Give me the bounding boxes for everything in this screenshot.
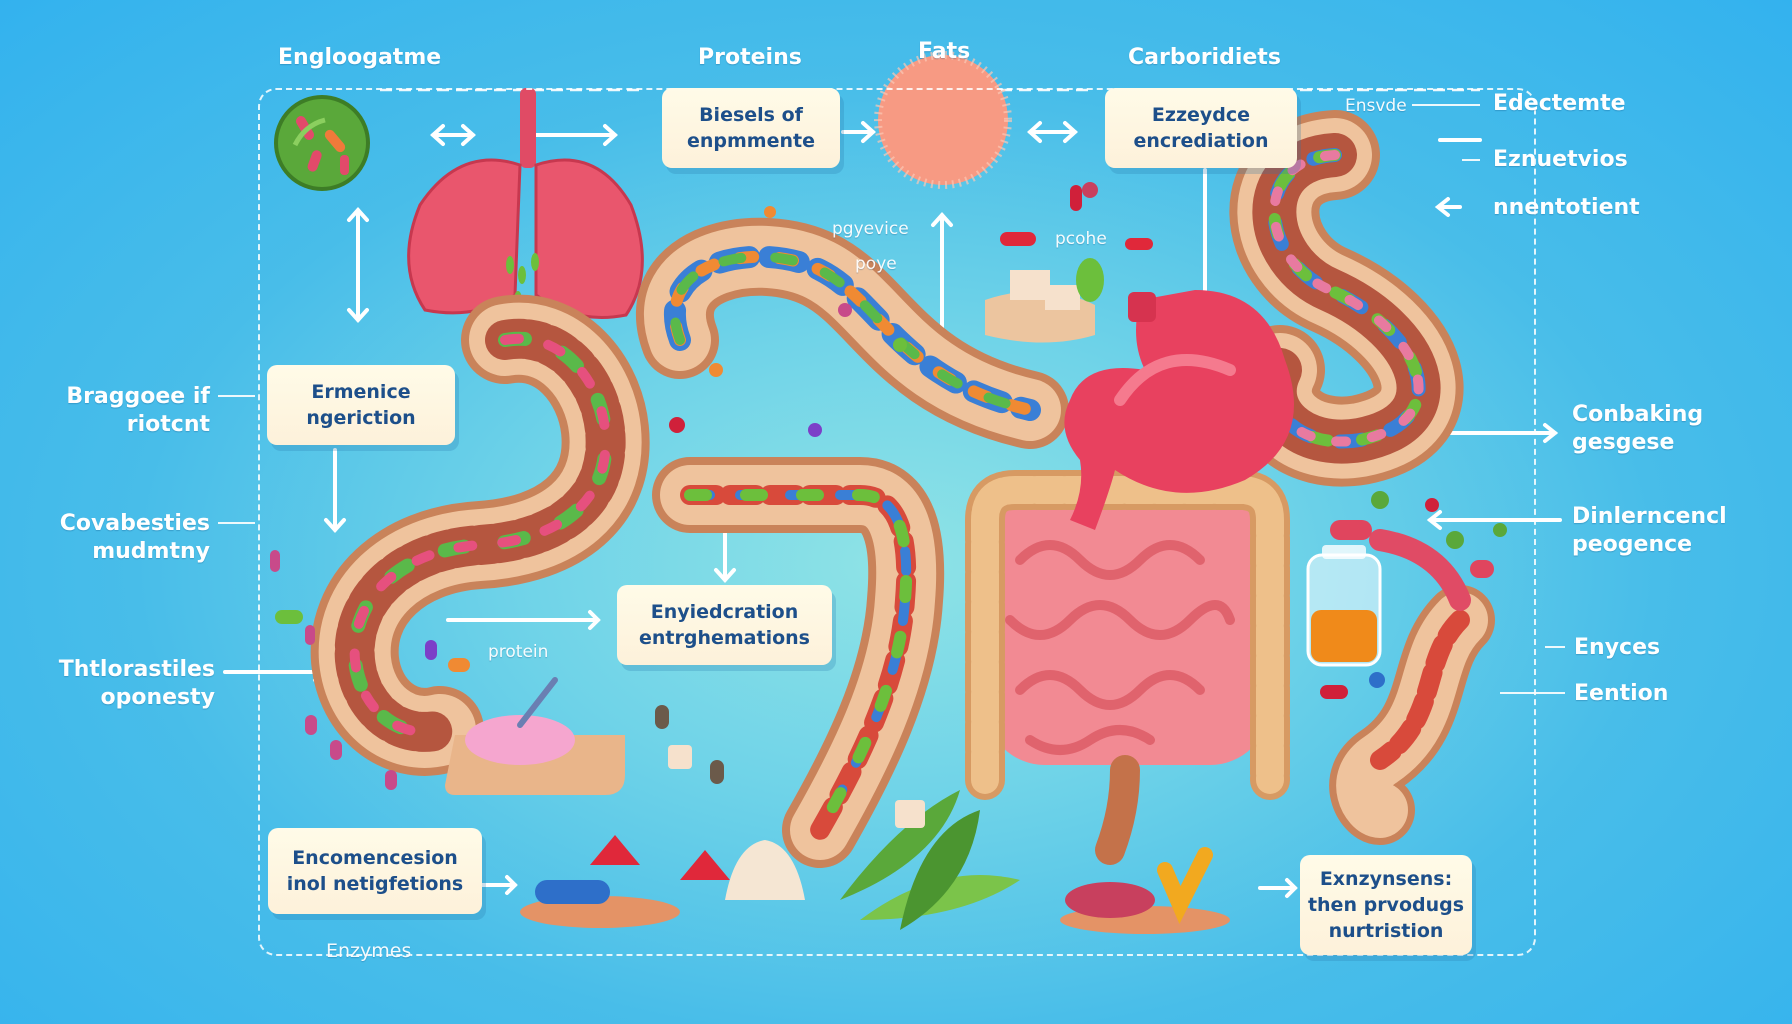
right-label-ensvde: Ensvde [1345, 96, 1407, 116]
food-plate-left-icon [445, 677, 625, 795]
info-box-top-center: Biesels of enpmmente [662, 88, 840, 168]
left-label-thtlorastiles: Thtlorastiles oponesty [58, 657, 215, 710]
food-plate-center-icon [520, 835, 805, 928]
fat-globule-icon [874, 51, 1012, 189]
inline-label-poye: poye [855, 254, 897, 274]
info-box-left-mid: Ermenice ngeriction [267, 365, 455, 445]
bread-plate-icon [985, 258, 1104, 343]
stomach-icon [1064, 290, 1294, 530]
green-cell-icon [274, 95, 370, 191]
info-box-top-right: Ezzeydce encrediation [1105, 88, 1297, 168]
inline-label-enzymes: Enzymes [326, 940, 412, 962]
right-intestine-s [1229, 110, 1464, 487]
label-fats: Fats [918, 39, 971, 64]
left-label-covabesties: Covabesties mudmtny [59, 511, 210, 564]
upper-intestine-arch [636, 217, 1069, 449]
small-and-large-intestine-icon [965, 470, 1290, 865]
label-proteins: Proteins [698, 45, 802, 70]
info-box-bottom-right: Exnzynsens: then prvodugs nurtristion [1300, 855, 1472, 955]
label-engloogatme: Engloogatme [278, 45, 442, 70]
lungs-icon [407, 88, 644, 319]
inline-label-protein: protein [488, 642, 549, 662]
right-label-eznuetvios: Eznuetvios [1493, 147, 1628, 172]
diagram-frame [258, 88, 1536, 956]
food-plate-right-icon [1060, 847, 1230, 934]
scattered-pills-icon [270, 182, 1507, 828]
large-intestine-tube-left [310, 294, 650, 776]
right-label-dinlerncencl: Dinlerncencl peogence [1572, 504, 1727, 557]
middle-intestine-u [652, 457, 945, 868]
left-label-braggoee: Braggoee if riotcnt [66, 384, 210, 437]
label-carboridiets: Carboridiets [1128, 45, 1281, 70]
right-label-eention: Eention [1574, 681, 1669, 706]
jar-icon [1306, 545, 1382, 667]
bottom-right-tube [1329, 585, 1495, 845]
right-label-conbaking: Conbaking gesgese [1572, 402, 1704, 455]
inline-label-pgyevice: pgyevice [832, 219, 909, 239]
right-label-enyces: Enyces [1574, 635, 1661, 660]
info-box-center-mid: Enyiedcration entrghemations [617, 585, 832, 665]
right-label-nnentotient: nnentotient [1493, 195, 1640, 220]
inline-label-pcohe: pcohe [1055, 229, 1107, 249]
leafy-greens-icon [840, 790, 1020, 930]
info-box-bottom-left: Encomencesion inol netigfetions [268, 828, 482, 914]
right-label-edectemte: Edectemte [1493, 91, 1626, 116]
